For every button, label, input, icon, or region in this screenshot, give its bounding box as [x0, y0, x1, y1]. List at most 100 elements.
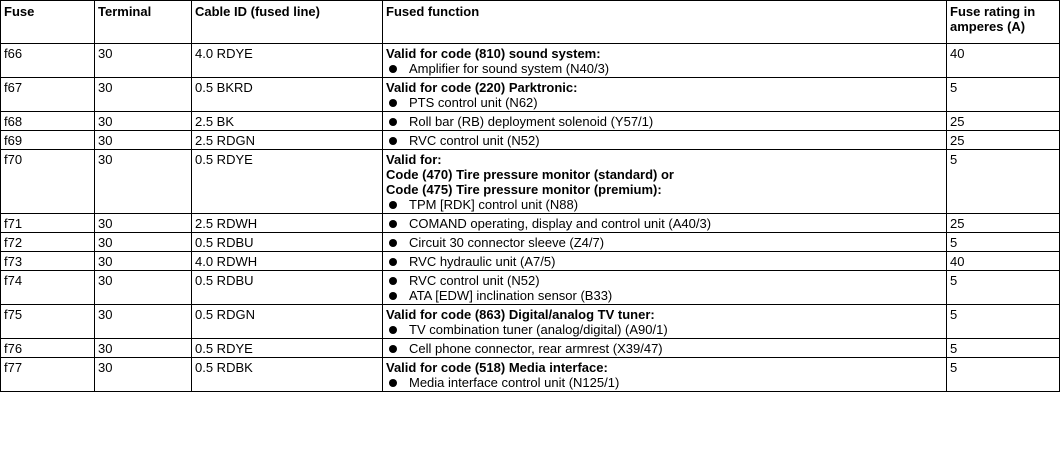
bullet-text: Cell phone connector, rear armrest (X39/… — [409, 341, 663, 356]
terminal-cell: 30 — [94, 149, 192, 214]
bullet-text: TPM [RDK] control unit (N88) — [409, 197, 579, 212]
function-bullet-item: TV combination tuner (analog/digital) (A… — [386, 322, 943, 337]
fuse-rating-cell: 40 — [946, 251, 1060, 271]
terminal-cell: 30 — [94, 111, 192, 131]
terminal-cell: 30 — [94, 338, 192, 358]
fuse-rating-cell: 25 — [946, 130, 1060, 150]
header-terminal: Terminal — [94, 0, 192, 44]
fused-function-cell: Roll bar (RB) deployment solenoid (Y57/1… — [382, 111, 947, 131]
function-heading: Valid for code (220) Parktronic: — [386, 80, 578, 95]
fused-function-cell: Cell phone connector, rear armrest (X39/… — [382, 338, 947, 358]
bullet-dot-icon — [389, 118, 397, 126]
bullet-dot-icon — [389, 292, 397, 300]
fuse-rating-cell: 5 — [946, 232, 1060, 252]
terminal-cell: 30 — [94, 232, 192, 252]
bullet-dot-icon — [389, 277, 397, 285]
terminal-cell: 30 — [94, 251, 192, 271]
function-heading: Code (470) Tire pressure monitor (standa… — [386, 167, 674, 182]
terminal-cell: 30 — [94, 43, 192, 78]
bullet-dot-icon — [389, 99, 397, 107]
bullet-dot-icon — [389, 220, 397, 228]
bullet-text: ATA [EDW] inclination sensor (B33) — [409, 288, 613, 303]
cable-id-cell: 0.5 RDYE — [191, 338, 383, 358]
fuse-cell: f72 — [0, 232, 95, 252]
bullet-text: Media interface control unit (N125/1) — [409, 375, 620, 390]
bullet-text: RVC control unit (N52) — [409, 273, 540, 288]
terminal-cell: 30 — [94, 304, 192, 339]
function-bullet-item: Roll bar (RB) deployment solenoid (Y57/1… — [386, 114, 943, 129]
function-heading: Valid for: — [386, 152, 442, 167]
function-heading: Valid for code (863) Digital/analog TV t… — [386, 307, 655, 322]
function-bullet-item: Circuit 30 connector sleeve (Z4/7) — [386, 235, 943, 250]
fused-function-cell: Valid for:Code (470) Tire pressure monit… — [382, 149, 947, 214]
function-bullet-item: COMAND operating, display and control un… — [386, 216, 943, 231]
fused-function-cell: Valid for code (518) Media interface:Med… — [382, 357, 947, 392]
fused-function-cell: Valid for code (810) sound system:Amplif… — [382, 43, 947, 78]
fuse-table: Fuse Terminal Cable ID (fused line) Fuse… — [0, 0, 1060, 392]
bullet-text: RVC control unit (N52) — [409, 133, 540, 148]
cable-id-cell: 2.5 BK — [191, 111, 383, 131]
bullet-text: TV combination tuner (analog/digital) (A… — [409, 322, 668, 337]
fuse-rating-cell: 5 — [946, 77, 1060, 112]
fused-function-cell: RVC hydraulic unit (A7/5) — [382, 251, 947, 271]
function-bullet-item: Amplifier for sound system (N40/3) — [386, 61, 943, 76]
function-heading: Code (475) Tire pressure monitor (premiu… — [386, 182, 662, 197]
function-bullet-item: RVC hydraulic unit (A7/5) — [386, 254, 943, 269]
terminal-cell: 30 — [94, 357, 192, 392]
cable-id-cell: 4.0 RDYE — [191, 43, 383, 78]
fuse-cell: f77 — [0, 357, 95, 392]
bullet-text: PTS control unit (N62) — [409, 95, 538, 110]
function-bullet-item: RVC control unit (N52) — [386, 273, 943, 288]
cable-id-cell: 0.5 RDBU — [191, 232, 383, 252]
bullet-text: Roll bar (RB) deployment solenoid (Y57/1… — [409, 114, 654, 129]
header-fuse-rating: Fuse rating in amperes (A) — [946, 0, 1060, 44]
fuse-rating-cell: 40 — [946, 43, 1060, 78]
terminal-cell: 30 — [94, 270, 192, 305]
bullet-dot-icon — [389, 137, 397, 145]
bullet-text: RVC hydraulic unit (A7/5) — [409, 254, 556, 269]
bullet-dot-icon — [389, 345, 397, 353]
fused-function-cell: RVC control unit (N52)ATA [EDW] inclinat… — [382, 270, 947, 305]
fuse-cell: f71 — [0, 213, 95, 233]
fuse-rating-cell: 25 — [946, 213, 1060, 233]
bullet-text: Amplifier for sound system (N40/3) — [409, 61, 610, 76]
fuse-cell: f66 — [0, 43, 95, 78]
cable-id-cell: 0.5 RDBU — [191, 270, 383, 305]
bullet-dot-icon — [389, 326, 397, 334]
header-fused-function: Fused function — [382, 0, 947, 44]
function-heading: Valid for code (810) sound system: — [386, 46, 601, 61]
fuse-cell: f75 — [0, 304, 95, 339]
cable-id-cell: 0.5 RDYE — [191, 149, 383, 214]
function-bullet-item: RVC control unit (N52) — [386, 133, 943, 148]
fuse-cell: f69 — [0, 130, 95, 150]
function-bullet-item: Cell phone connector, rear armrest (X39/… — [386, 341, 943, 356]
fuse-rating-cell: 5 — [946, 304, 1060, 339]
cable-id-cell: 0.5 BKRD — [191, 77, 383, 112]
bullet-text: COMAND operating, display and control un… — [409, 216, 712, 231]
fuse-cell: f73 — [0, 251, 95, 271]
cable-id-cell: 2.5 RDWH — [191, 213, 383, 233]
terminal-cell: 30 — [94, 130, 192, 150]
terminal-cell: 30 — [94, 77, 192, 112]
bullet-dot-icon — [389, 65, 397, 73]
bullet-dot-icon — [389, 379, 397, 387]
bullet-dot-icon — [389, 239, 397, 247]
bullet-dot-icon — [389, 201, 397, 209]
function-bullet-item: Media interface control unit (N125/1) — [386, 375, 943, 390]
fuse-rating-cell: 25 — [946, 111, 1060, 131]
fuse-rating-cell: 5 — [946, 149, 1060, 214]
bullet-dot-icon — [389, 258, 397, 266]
fused-function-cell: Circuit 30 connector sleeve (Z4/7) — [382, 232, 947, 252]
